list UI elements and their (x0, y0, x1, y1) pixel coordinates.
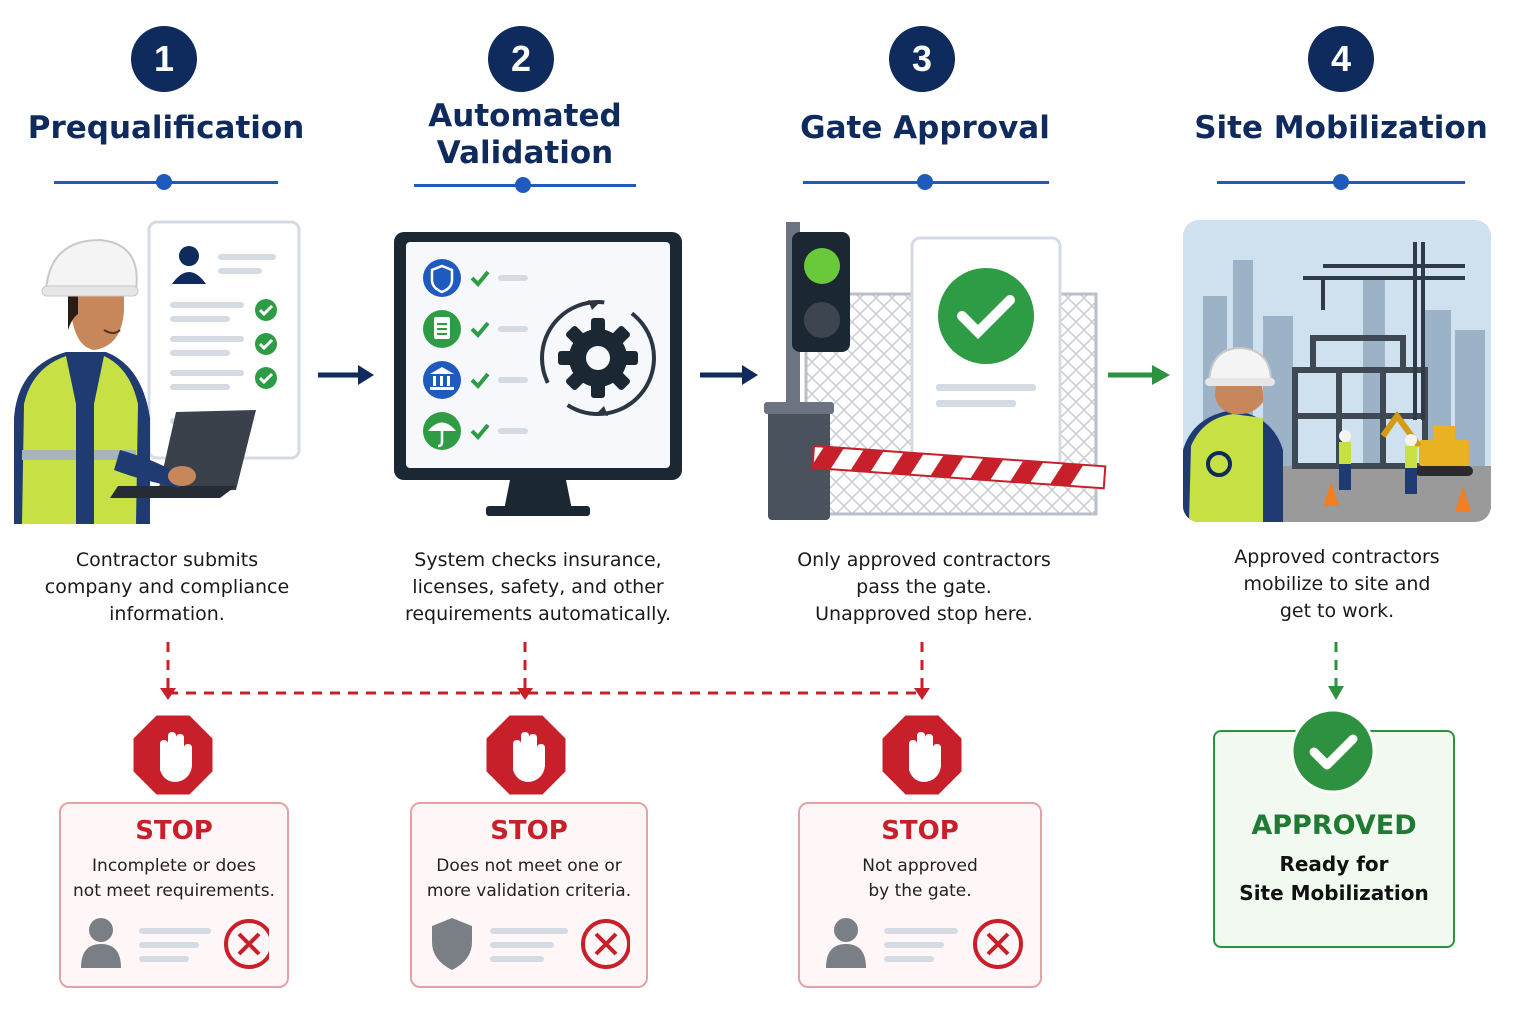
stop-title: STOP (881, 816, 959, 846)
reject-x-icon (581, 919, 630, 969)
traffic-cone-icon (1455, 486, 1471, 512)
step-1-title: Prequalification (27, 110, 305, 146)
flow-arrow-2-icon (700, 365, 758, 385)
stop-card-prequalification: STOP Incomplete or does not meet require… (59, 802, 289, 988)
stop-card-gate: STOP Not approved by the gate. (798, 802, 1042, 988)
bank-building-icon (423, 361, 461, 399)
license-document-icon (423, 310, 461, 348)
worker-laptop-illustration (14, 220, 301, 524)
step-4-number-badge: 4 (1308, 26, 1374, 92)
umbrella-icon (423, 412, 461, 450)
stop-reason: Not approved by the gate. (862, 856, 978, 901)
step-2-rule-dot (515, 177, 531, 193)
gear-icon (540, 300, 656, 416)
shield-icon (432, 918, 472, 970)
approved-title: APPROVED (1251, 810, 1417, 841)
hand-icon (909, 732, 941, 782)
step-1-rule-dot (156, 174, 172, 190)
approved-check-icon (1290, 708, 1376, 794)
check-circle-icon (255, 367, 277, 389)
approved-subtitle: Ready for Site Mobilization (1239, 852, 1429, 905)
step-1-description: Contractor submits company and complianc… (44, 549, 290, 625)
stop-reason: Incomplete or does not meet requirements… (73, 856, 275, 901)
hand-icon (160, 732, 192, 782)
insurance-shield-icon (423, 259, 461, 297)
step-4-rule-dot (1333, 174, 1349, 190)
stop-card-footer-icons (826, 918, 1023, 969)
check-circle-icon (255, 299, 277, 321)
stop-sign-icon (130, 712, 216, 798)
approved-connector-line (1328, 642, 1344, 700)
step-1-number-badge: 1 (131, 26, 197, 92)
step-3-description: Only approved contractors pass the gate.… (797, 549, 1051, 625)
step-2-number-badge: 2 (488, 26, 554, 92)
step-4-description: Approved contractors mobilize to site an… (1234, 546, 1440, 622)
stop-reason: Does not meet one or more validation cri… (426, 856, 632, 901)
person-icon (81, 918, 121, 968)
reject-x-icon (224, 919, 269, 969)
step-2-description: System checks insurance, licenses, safet… (404, 549, 672, 625)
stop-card-footer-icons (81, 918, 269, 969)
flow-arrow-1-icon (318, 365, 374, 385)
stop-sign-icon (879, 712, 965, 798)
step-3-number-badge: 3 (889, 26, 955, 92)
rejection-connector-lines (160, 642, 930, 700)
flow-arrow-3-icon (1108, 365, 1170, 385)
gate-barrier-illustration (764, 222, 1107, 520)
stop-card-footer-icons (432, 918, 630, 970)
person-icon (826, 918, 866, 968)
hand-icon (513, 732, 545, 782)
step-4-title: Site Mobilization (1194, 110, 1488, 146)
approved-check-icon (938, 268, 1034, 364)
check-circle-icon (255, 333, 277, 355)
crane-icon (1303, 242, 1465, 420)
construction-site-illustration (1183, 220, 1491, 522)
step-2-title: Automated Validation (428, 98, 622, 171)
stop-title: STOP (490, 816, 568, 846)
step-3-title: Gate Approval (800, 110, 1050, 146)
stop-card-validation: STOP Does not meet one or more validatio… (410, 802, 648, 988)
validation-monitor-illustration (394, 232, 682, 516)
reject-x-icon (973, 919, 1023, 969)
stop-title: STOP (135, 816, 213, 846)
stop-sign-icon (483, 712, 569, 798)
barrier-arm (810, 444, 1107, 490)
traffic-cone-icon (1323, 482, 1339, 506)
traffic-light-icon (792, 232, 850, 352)
step-3-rule-dot (917, 174, 933, 190)
